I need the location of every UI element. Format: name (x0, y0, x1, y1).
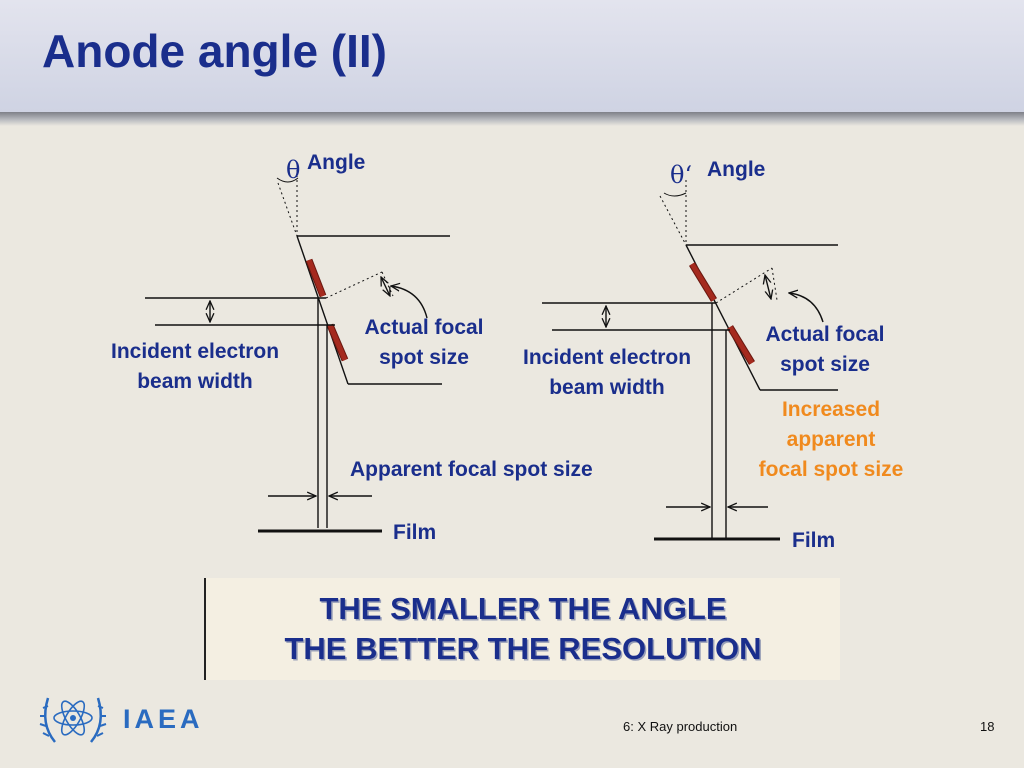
left-apparent-label: Apparent focal spot size (350, 458, 593, 481)
left-angle-label: Angle (307, 151, 366, 174)
left-actual-pointer (391, 286, 428, 319)
right-incident-label: Incident electron beam width (503, 343, 711, 403)
right-actual-line1: Actual focal (765, 323, 885, 346)
right-target-segment-lower-fill (727, 325, 755, 365)
left-diagram (145, 170, 450, 533)
conclusion-box: THE SMALLER THE ANGLE THE BETTER THE RES… (204, 578, 840, 680)
right-diagram (542, 180, 838, 541)
left-actual-line1: Actual focal (364, 316, 484, 339)
right-focal-dotted-side (771, 267, 778, 301)
right-increased-line3: focal spot size (758, 458, 904, 481)
right-target-segment-upper-fill (689, 262, 717, 302)
left-actual-size-arrow (381, 277, 390, 296)
left-incident-label: Incident electron beam width (90, 337, 300, 397)
right-theta-symbol: θ‘ (670, 161, 693, 189)
left-angle-ray (277, 182, 298, 237)
right-actual-pointer (789, 293, 824, 323)
iaea-logo-text: IAEA (123, 704, 204, 734)
left-target-segment-upper-fill (306, 259, 326, 297)
right-increased-apparent-label: Increased apparent focal spot size (738, 395, 924, 485)
right-increased-line1: Increased (781, 398, 881, 421)
right-angle-label: Angle (707, 158, 766, 181)
slide-title: Anode angle (II) (42, 25, 387, 77)
right-angle-ray (659, 195, 687, 246)
left-actual-focal-label: Actual focal spot size (349, 313, 499, 373)
right-actual-focal-label: Actual focal spot size (750, 320, 900, 380)
right-increased-line2: apparent (786, 428, 876, 451)
right-angle-arc (663, 192, 687, 197)
left-theta-symbol: θ (286, 156, 301, 184)
right-incident-line1: Incident electron (522, 346, 692, 369)
right-actual-size-arrow (765, 275, 771, 299)
right-focal-dotted-top (715, 267, 773, 304)
right-film-label: Film (792, 529, 836, 552)
left-anode-face (296, 235, 349, 385)
title-divider (0, 112, 1024, 126)
right-actual-line2: spot size (780, 353, 870, 376)
right-incident-line2: beam width (549, 376, 665, 399)
conclusion-line2: THE BETTER THE RESOLUTION (284, 631, 762, 666)
left-actual-line2: spot size (379, 346, 469, 369)
un-laurel-atom-logo (39, 697, 107, 743)
left-incident-line1: Incident electron (110, 340, 280, 363)
left-film-label: Film (393, 521, 437, 544)
left-incident-line2: beam width (137, 370, 253, 393)
title-bar: Anode angle (II) (0, 0, 1024, 112)
left-angle-arc (276, 177, 299, 183)
left-target-segment-lower-fill (327, 324, 348, 361)
left-focal-dotted-top (325, 271, 383, 299)
footer-page-number: 18 (980, 719, 995, 734)
footer-course-name: 6: X Ray production (623, 719, 738, 734)
conclusion-line1: THE SMALLER THE ANGLE (319, 591, 727, 626)
